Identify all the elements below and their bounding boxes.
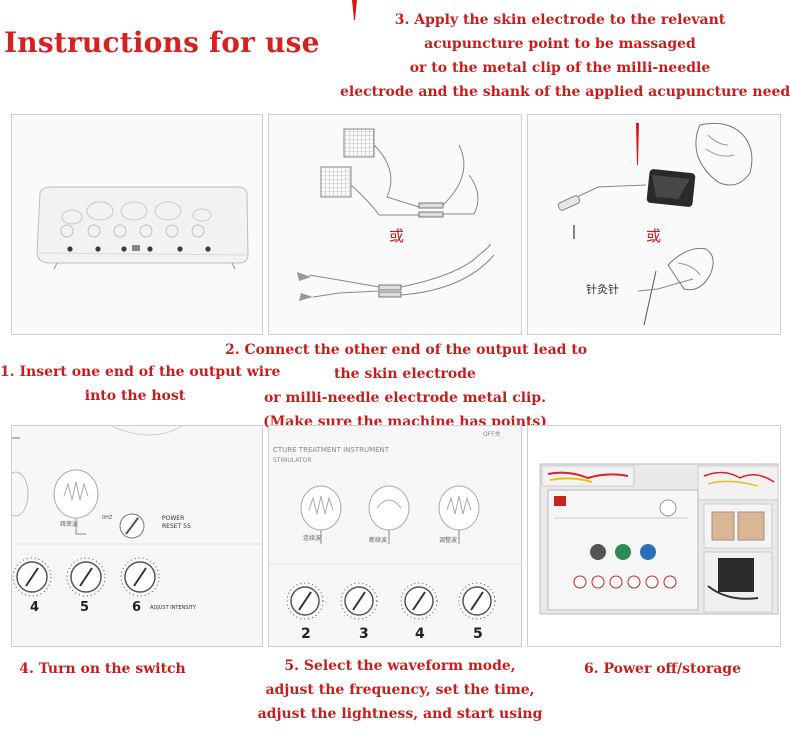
adjust-intensity-label: ADJUST INTENSITY: [150, 605, 197, 611]
step-1-line-1: 1. Insert one end of the output wire: [0, 364, 281, 380]
panel-waveform-mode: CTURE TREATMENT INSTRUMENT STIMULATOR OF…: [268, 425, 522, 647]
step-1-line-2: into the host: [84, 388, 186, 404]
step-6-line-1: 6. Power off/storage: [584, 661, 741, 677]
step-3-line-3: or to the metal clip of the milli-needle: [409, 60, 711, 76]
step-4-text: 4. Turn on the switch: [0, 657, 205, 681]
panel-host-device: [11, 114, 263, 335]
step-2-line-2: the skin electrode: [334, 366, 476, 382]
power-switch-illustration: 疏密波 0HZ POWER RESET 5S 4 5 6 ADJUST INTE…: [12, 426, 262, 615]
wave-label-t: 调整波: [439, 536, 457, 544]
channel-number-3: 3: [359, 626, 369, 642]
stimulator-label: STIMULATOR: [273, 457, 312, 464]
storage-case-illustration: [539, 463, 779, 615]
step-2-line-3: or milli-needle electrode metal clip.: [263, 390, 547, 406]
panel-storage-case: [527, 425, 781, 647]
channel-knob-2: [66, 557, 106, 597]
panel-electrode-leads: 或: [268, 114, 522, 335]
wave-button-1: [300, 485, 342, 544]
hz-label-1: 0HZ: [102, 515, 113, 521]
channel-number-2: 2: [301, 626, 311, 642]
needle-label: 针灸针: [586, 282, 619, 296]
power-label: POWER: [162, 515, 184, 522]
step-3-text: 3. Apply the skin electrode to the relev…: [340, 8, 790, 104]
step-1-text: 1. Insert one end of the output wire int…: [0, 360, 281, 408]
host-device-illustration: [36, 186, 249, 270]
waveform-mode-illustration: CTURE TREATMENT INSTRUMENT STIMULATOR OF…: [269, 430, 521, 642]
intensity-knob-3: [400, 582, 438, 620]
wave-label-con: 连续波: [303, 534, 321, 542]
wave-label-ppp: 断续波: [369, 536, 387, 544]
channel-number-4b: 4: [415, 626, 425, 642]
channel-knob-3: [120, 557, 160, 597]
channel-knob-1: [12, 557, 52, 597]
step-4-line-1: 4. Turn on the switch: [19, 661, 186, 677]
needle-tip-icon: [352, 0, 357, 20]
channel-number-6: 6: [132, 600, 141, 615]
electrode-leads-illustration: 或: [297, 128, 495, 301]
intensity-knob-4: [458, 582, 496, 620]
intensity-knob-1: [286, 582, 324, 620]
channel-number-5: 5: [80, 600, 89, 615]
panel-skin-electrode: 或 针灸针: [527, 114, 781, 335]
step-5-line-3: adjust the lightness, and start using: [257, 706, 543, 722]
channel-number-5b: 5: [473, 626, 483, 642]
step-3-line-2: acupuncture point to be massaged: [424, 36, 696, 52]
step-3-line-1: 3. Apply the skin electrode to the relev…: [394, 12, 726, 28]
page-title: Instructions for use: [4, 26, 320, 59]
intensity-knob-2: [340, 582, 378, 620]
step-5-text: 5. Select the waveform mode, adjust the …: [255, 654, 545, 726]
step-5-line-2: adjust the frequency, set the time,: [265, 682, 535, 698]
step-2-text: 2. Connect the other end of the output l…: [225, 338, 588, 434]
channel-number-4: 4: [30, 600, 39, 615]
panel-power-switch: 疏密波 0HZ POWER RESET 5S 4 5 6 ADJUST INTE…: [11, 425, 263, 647]
wave-label-s: 疏密波: [60, 520, 78, 528]
wave-button-2: [368, 485, 410, 544]
wave-button-3: [438, 485, 480, 544]
off-on-label: OFF关: [483, 430, 501, 438]
or-label-1: 或: [389, 227, 404, 245]
step-5-line-1: 5. Select the waveform mode,: [284, 658, 516, 674]
step-3-line-4: electrode and the shank of the applied a…: [340, 84, 790, 100]
instrument-title: CTURE TREATMENT INSTRUMENT: [273, 446, 390, 454]
or-label-2: 或: [646, 227, 661, 245]
step-6-text: 6. Power off/storage: [560, 657, 765, 681]
reset-label: RESET 5S: [162, 523, 191, 530]
skin-electrode-illustration: 或 针灸针: [557, 122, 753, 326]
step-2-line-1: 2. Connect the other end of the output l…: [225, 342, 588, 358]
